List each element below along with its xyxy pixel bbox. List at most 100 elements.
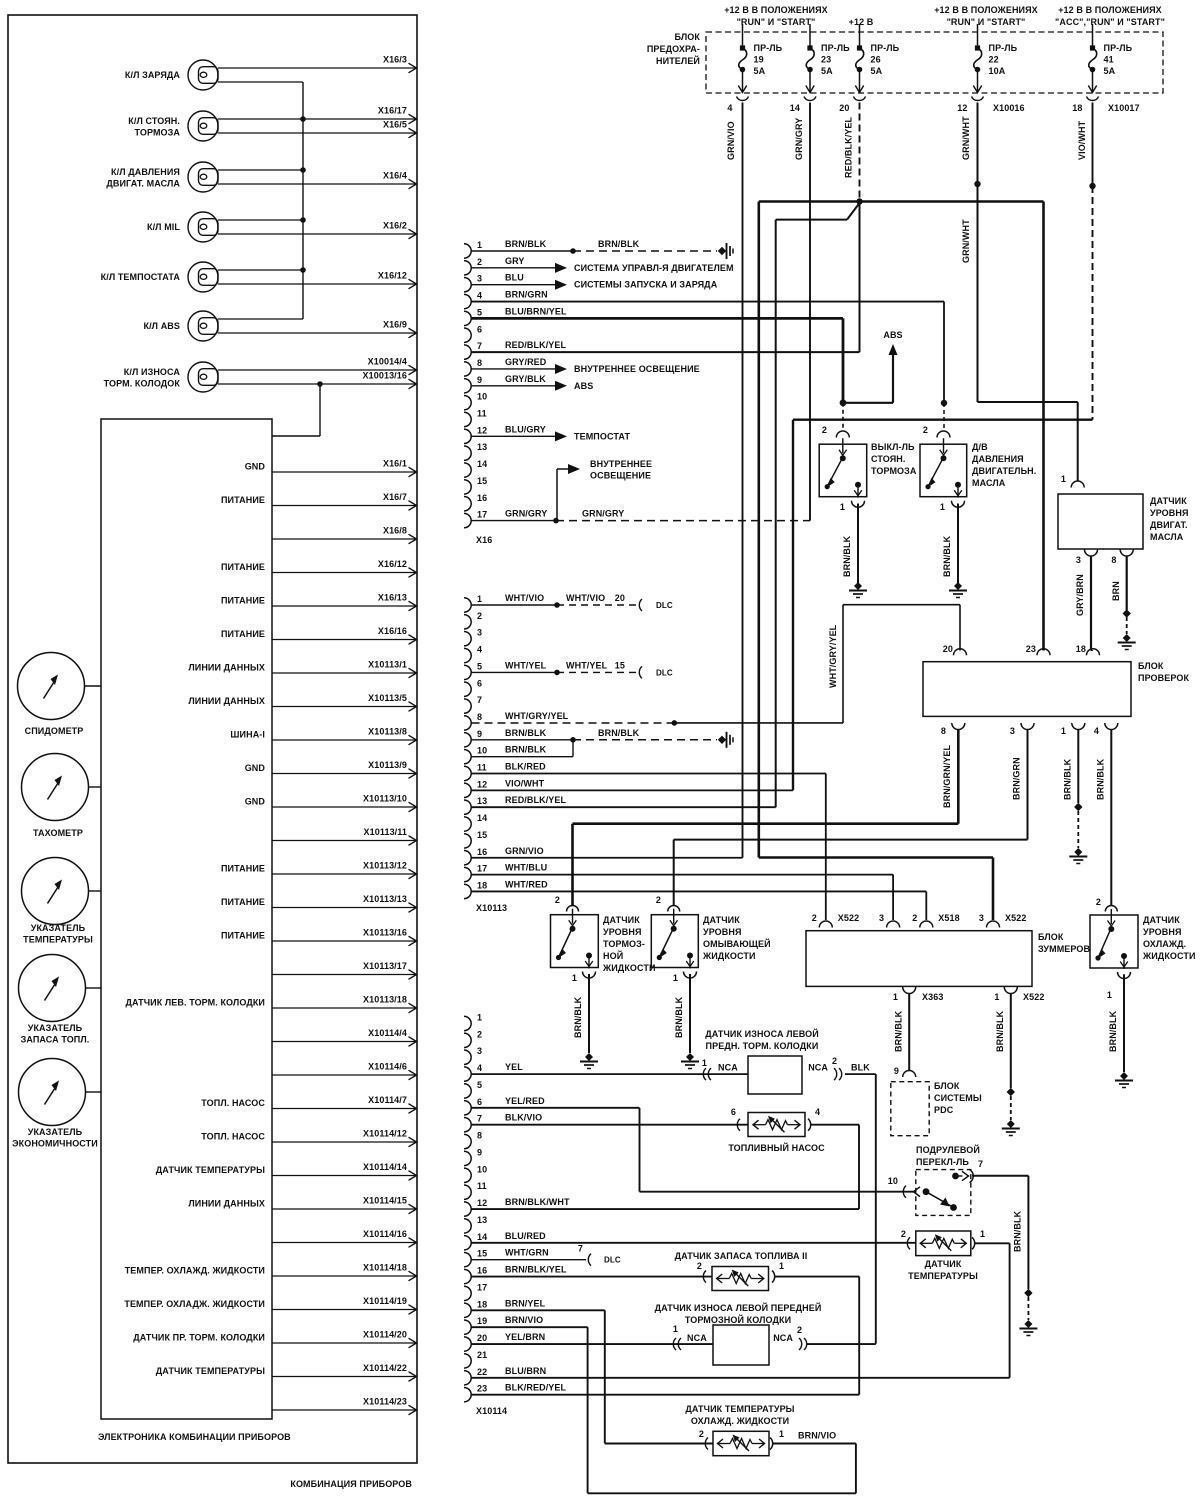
svg-text:ДАТЧИК ТЕМПЕРАТУРЫ: ДАТЧИК ТЕМПЕРАТУРЫ [156, 1366, 265, 1376]
svg-text:22: 22 [477, 1367, 487, 1377]
svg-text:13: 13 [477, 1215, 487, 1225]
svg-text:DLC: DLC [604, 1256, 621, 1265]
svg-text:BRN/BLK: BRN/BLK [942, 535, 952, 577]
svg-text:14: 14 [477, 1232, 487, 1242]
svg-text:16: 16 [477, 493, 487, 503]
svg-text:2: 2 [912, 913, 917, 923]
svg-text:20: 20 [477, 1333, 487, 1343]
svg-text:3: 3 [979, 913, 984, 923]
svg-text:2: 2 [832, 1056, 837, 1066]
svg-text:ВНУТРЕННЕЕ: ВНУТРЕННЕЕ [590, 459, 652, 469]
svg-text:7: 7 [978, 1159, 983, 1169]
svg-text:УКАЗАТЕЛЬ: УКАЗАТЕЛЬ [28, 1127, 83, 1137]
svg-text:3: 3 [1076, 555, 1081, 565]
svg-text:22: 22 [989, 55, 999, 65]
svg-text:1: 1 [1061, 474, 1066, 484]
svg-text:21: 21 [477, 1350, 487, 1360]
svg-text:BRN/BLK: BRN/BLK [598, 239, 640, 249]
svg-text:4: 4 [477, 291, 482, 301]
svg-text:YEL/RED: YEL/RED [505, 1096, 545, 1106]
svg-text:ПРОВЕРОК: ПРОВЕРОК [1138, 673, 1189, 683]
svg-text:4: 4 [815, 1107, 820, 1117]
svg-text:Д/В: Д/В [972, 442, 988, 452]
svg-text:ТЕМПЕР. ОХЛАЖД. ЖИДКОСТИ: ТЕМПЕР. ОХЛАЖД. ЖИДКОСТИ [125, 1266, 265, 1276]
svg-text:+12 В В ПОЛОЖЕНИЯХ: +12 В В ПОЛОЖЕНИЯХ [724, 5, 828, 15]
svg-text:GRN/WHT: GRN/WHT [961, 219, 971, 263]
svg-text:7: 7 [578, 1244, 583, 1254]
svg-text:ПР-ЛЬ: ПР-ЛЬ [754, 43, 783, 53]
svg-text:ТЕМПЕРАТУРЫ: ТЕМПЕРАТУРЫ [908, 1271, 978, 1281]
svg-text:23: 23 [1026, 644, 1036, 654]
svg-text:X10017: X10017 [1108, 103, 1140, 113]
svg-text:ВЫКЛ-ЛЬ: ВЫКЛ-ЛЬ [871, 442, 915, 452]
svg-text:X10114/14: X10114/14 [363, 1162, 407, 1172]
svg-text:X16/16: X16/16 [378, 626, 407, 636]
svg-text:+12 В: +12 В [849, 17, 874, 27]
svg-text:ДАТЧИК: ДАТЧИК [1143, 915, 1180, 925]
svg-text:BLK: BLK [851, 1063, 870, 1073]
svg-text:13: 13 [477, 442, 487, 452]
svg-text:5A: 5A [1104, 66, 1116, 76]
svg-text:GRN/GRY: GRN/GRY [582, 509, 624, 519]
svg-text:ПИТАНИЕ: ПИТАНИЕ [221, 495, 265, 505]
svg-text:ЗАПАСА ТОПЛ.: ЗАПАСА ТОПЛ. [21, 1035, 90, 1045]
svg-text:6: 6 [477, 1097, 482, 1107]
svg-text:X10114/15: X10114/15 [363, 1196, 407, 1206]
svg-text:GRN/GRY: GRN/GRY [505, 509, 547, 519]
svg-text:ДАТЧИК ИЗНОСА ЛЕВОЙ: ДАТЧИК ИЗНОСА ЛЕВОЙ [705, 1028, 819, 1039]
svg-text:2: 2 [697, 1261, 702, 1271]
svg-text:БЛОК: БЛОК [934, 1081, 960, 1091]
svg-text:X10114/20: X10114/20 [363, 1330, 407, 1340]
svg-text:WHT/YEL: WHT/YEL [505, 660, 547, 670]
svg-text:ПОДРУЛЕВОЙ: ПОДРУЛЕВОЙ [916, 1144, 980, 1155]
svg-text:WHT/YEL: WHT/YEL [566, 660, 608, 670]
svg-text:БЛОК: БЛОК [1038, 932, 1064, 942]
svg-text:19: 19 [754, 55, 764, 65]
svg-text:ТОРМОЗ-: ТОРМОЗ- [603, 939, 645, 949]
svg-text:X10113/9: X10113/9 [368, 760, 407, 770]
svg-text:GRN/WHT: GRN/WHT [961, 116, 971, 160]
svg-text:6: 6 [477, 324, 482, 334]
svg-text:WHT/BLU: WHT/BLU [505, 863, 547, 873]
svg-text:2: 2 [797, 1325, 802, 1335]
svg-text:К/Л СТОЯН.: К/Л СТОЯН. [128, 116, 180, 126]
svg-text:ДАТЧИК ЛЕВ. ТОРМ. КОЛОДКИ: ДАТЧИК ЛЕВ. ТОРМ. КОЛОДКИ [125, 998, 265, 1008]
svg-text:NCA: NCA [687, 1333, 707, 1343]
svg-text:СИСТЕМЫ ЗАПУСКА И ЗАРЯДА: СИСТЕМЫ ЗАПУСКА И ЗАРЯДА [574, 280, 718, 290]
svg-text:17: 17 [477, 1282, 487, 1292]
svg-text:WHT/GRY/YEL: WHT/GRY/YEL [828, 624, 838, 688]
svg-text:1: 1 [940, 502, 945, 512]
svg-text:2: 2 [812, 913, 817, 923]
svg-text:BRN/VIO: BRN/VIO [798, 1431, 836, 1441]
svg-text:5: 5 [477, 307, 482, 317]
svg-text:14: 14 [477, 459, 487, 469]
svg-text:X10113/10: X10113/10 [363, 794, 407, 804]
svg-text:GND: GND [245, 763, 266, 773]
svg-text:X16/17: X16/17 [378, 106, 407, 116]
svg-text:1: 1 [980, 1229, 985, 1239]
svg-text:"ACC","RUN" И "START": "ACC","RUN" И "START" [1055, 17, 1165, 27]
svg-text:BRN/GRN: BRN/GRN [505, 290, 548, 300]
svg-text:WHT/GRY/YEL: WHT/GRY/YEL [505, 711, 569, 721]
svg-text:BRN/GRN/YEL: BRN/GRN/YEL [942, 744, 952, 808]
svg-text:GRN/GRY: GRN/GRY [794, 118, 804, 160]
svg-text:23: 23 [821, 55, 831, 65]
svg-text:X10014/4: X10014/4 [368, 357, 407, 367]
svg-text:23: 23 [477, 1384, 487, 1394]
svg-text:BRN/BLK/WHT: BRN/BLK/WHT [505, 1197, 570, 1207]
svg-text:ТОПЛ. НАСОС: ТОПЛ. НАСОС [201, 1132, 265, 1142]
svg-text:X10113/13: X10113/13 [363, 894, 407, 904]
svg-text:4: 4 [727, 103, 732, 113]
svg-text:BRN/BLK: BRN/BLK [674, 996, 684, 1038]
svg-text:18: 18 [1072, 103, 1082, 113]
svg-text:BRN/BLK: BRN/BLK [505, 239, 547, 249]
svg-text:ABS: ABS [574, 381, 593, 391]
svg-text:19: 19 [477, 1316, 487, 1326]
svg-text:2: 2 [656, 895, 661, 905]
svg-text:ДАТЧИК: ДАТЧИК [1150, 496, 1187, 506]
svg-text:5A: 5A [754, 66, 766, 76]
svg-text:ОМЫВАЮЩЕЙ: ОМЫВАЮЩЕЙ [703, 938, 771, 949]
svg-text:УРОВНЯ: УРОВНЯ [1143, 927, 1182, 937]
svg-text:3: 3 [1010, 726, 1015, 736]
svg-text:1: 1 [779, 1261, 784, 1271]
